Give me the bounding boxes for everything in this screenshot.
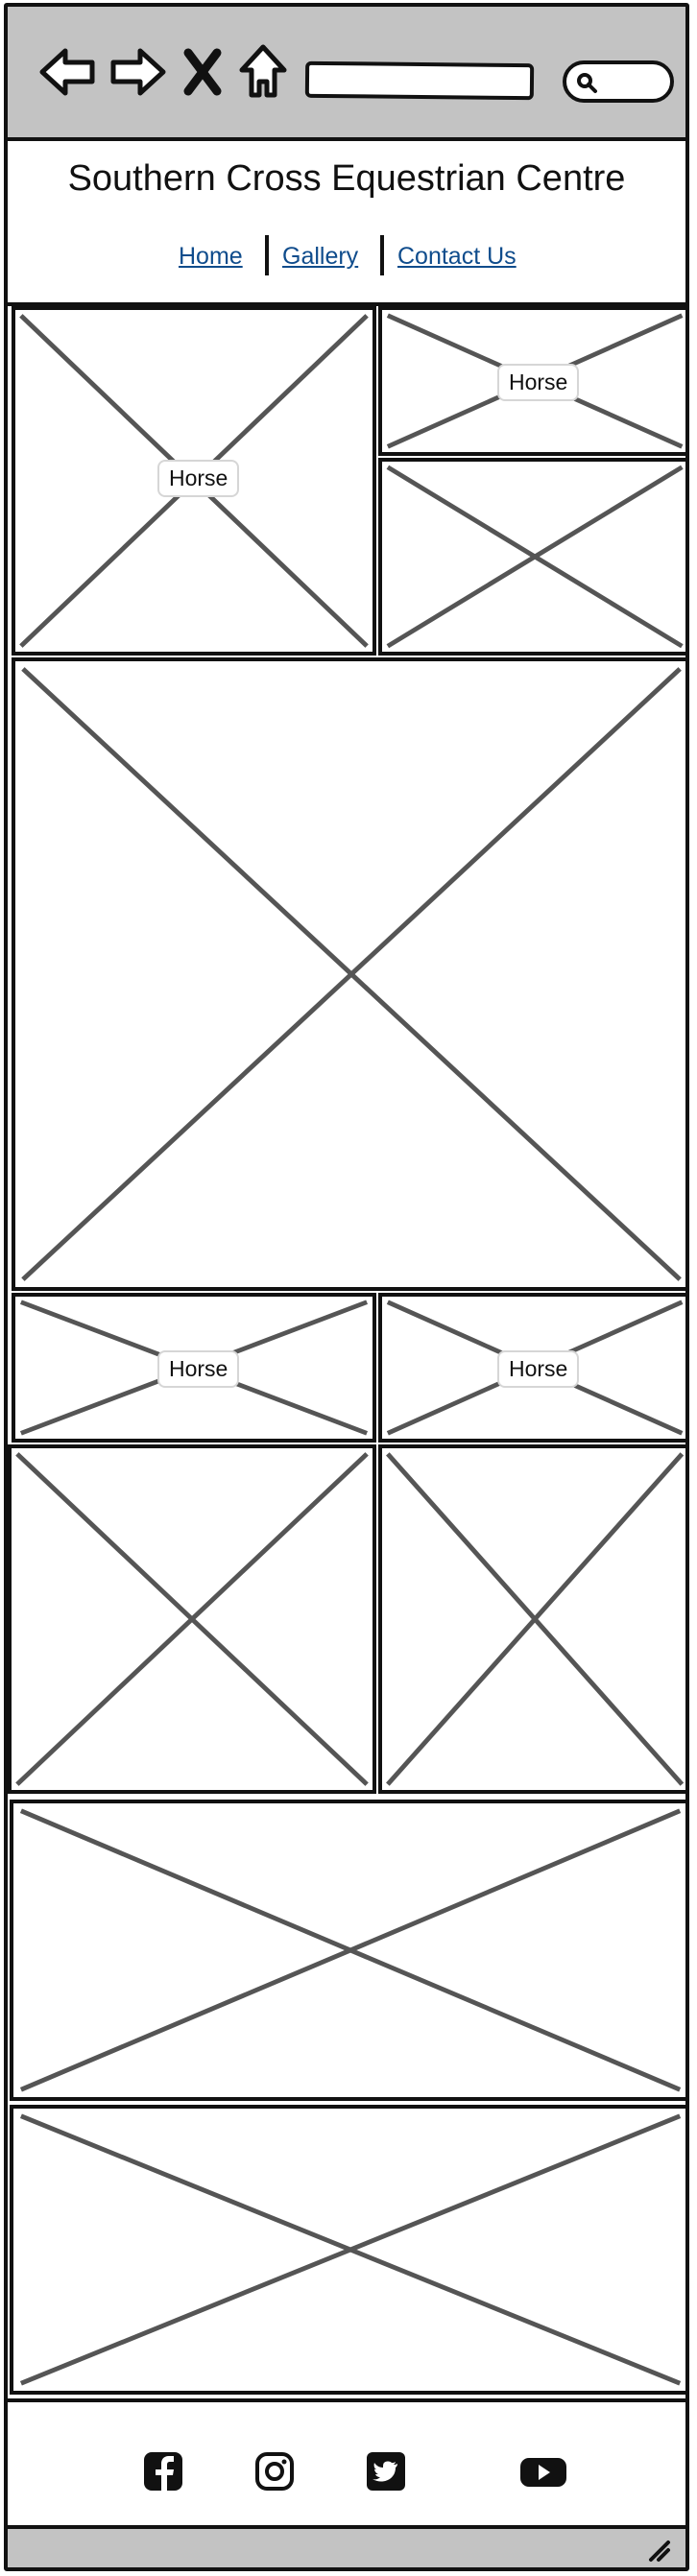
search-input[interactable] — [563, 60, 674, 103]
image-caption: Horse — [157, 1350, 240, 1388]
back-arrow-icon[interactable] — [36, 41, 98, 103]
forward-arrow-icon[interactable] — [108, 41, 169, 103]
main-nav: Home Gallery Contact Us — [8, 235, 685, 277]
image-caption: Horse — [497, 364, 580, 401]
image-placeholder — [378, 458, 685, 656]
image-placeholder — [12, 657, 685, 1291]
image-placeholder: Horse — [12, 306, 376, 656]
image-caption: Horse — [157, 460, 240, 497]
image-placeholder — [10, 2105, 685, 2395]
image-placeholder — [378, 1444, 685, 1794]
image-placeholder: Horse — [378, 306, 685, 456]
home-icon[interactable] — [232, 41, 294, 103]
twitter-icon[interactable] — [365, 2450, 407, 2493]
image-placeholder: Horse — [378, 1293, 685, 1443]
nav-link-home[interactable]: Home — [179, 243, 243, 270]
nav-link-contact-us[interactable]: Contact Us — [397, 243, 517, 270]
instagram-icon[interactable] — [253, 2450, 296, 2493]
close-icon[interactable] — [179, 41, 227, 103]
image-placeholder — [10, 1800, 685, 2101]
url-input[interactable] — [304, 60, 535, 101]
image-placeholder — [8, 1444, 376, 1794]
nav-divider — [265, 235, 269, 275]
nav-link-gallery[interactable]: Gallery — [282, 243, 359, 270]
browser-window: Southern Cross Equestrian Centre Home Ga… — [4, 3, 689, 2571]
image-caption: Horse — [497, 1350, 580, 1388]
browser-status-bar — [8, 2529, 685, 2567]
nav-divider — [380, 235, 384, 275]
page-title: Southern Cross Equestrian Centre — [67, 158, 626, 199]
header-divider — [8, 302, 685, 306]
youtube-icon[interactable] — [518, 2450, 568, 2493]
image-placeholder: Horse — [12, 1293, 376, 1443]
resize-grip-icon[interactable] — [645, 2537, 672, 2564]
site-footer — [8, 2398, 685, 2529]
browser-toolbar — [8, 7, 685, 141]
search-icon — [577, 73, 597, 93]
facebook-icon[interactable] — [142, 2450, 184, 2493]
